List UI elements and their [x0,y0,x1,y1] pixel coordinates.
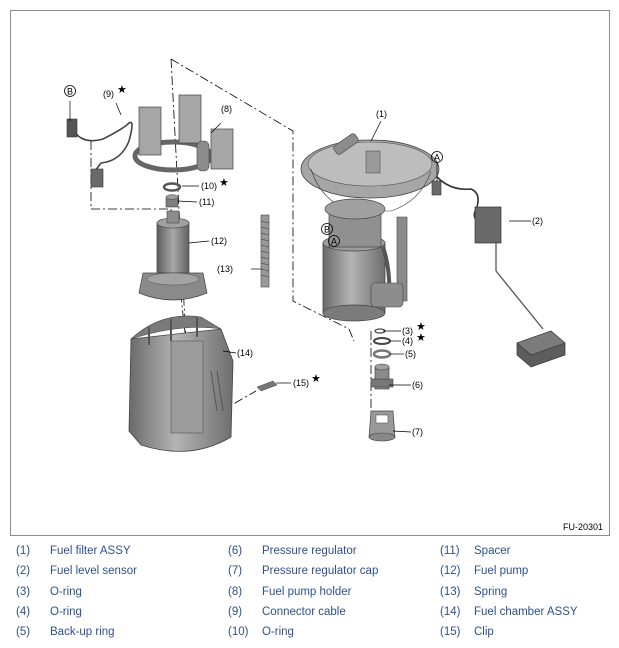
legend-part-name: Pressure regulator [262,545,357,557]
fuel-chamber-assy-part [128,315,234,452]
exploded-diagram-frame: B A B A (1) (2) (3) ★ (4) ★ (5) (6) (7) … [10,10,610,536]
legend-part-name: Spacer [474,545,511,557]
legend-item: (12) Fuel pump [440,561,578,581]
legend-item: (14) Fuel chamber ASSY [440,602,578,622]
fuel-pump-part [138,210,208,301]
legend-number: (14) [440,605,461,618]
legend-number: (13) [440,585,461,598]
legend-number: (8) [228,585,243,598]
connector-a-marker-center [328,235,340,247]
callout-14: (14) [237,348,253,358]
connector-b-label-left: B [67,87,73,97]
legend-item: (10) O-ring [228,622,378,642]
legend-item: (15) Clip [440,622,578,642]
connector-b-marker-center [321,223,333,235]
legend-number: (3) [16,585,31,598]
callout-3-star: ★ [416,321,426,333]
callout-7: (7) [412,427,423,437]
legend-part-name: Fuel chamber ASSY [474,605,578,618]
fuel-pump-holder-part [132,94,234,173]
callout-15-star: ★ [311,373,321,385]
callout-9-star: ★ [117,84,127,96]
legend-part-name: Fuel level sensor [50,565,137,578]
legend-number: (2) [16,565,31,578]
legend-number: (9) [228,605,243,618]
legend-column-3: (11) Spacer (12) Fuel pump (13) Spring (14)… [440,541,578,642]
legend-number: (10) [228,626,249,639]
legend-item: (6) Pressure regulator [228,541,378,561]
connector-a-label-right: A [434,153,440,163]
legend-part-name: Fuel pump holder [262,585,352,598]
legend-number: (1) [16,545,31,557]
spring-part [260,214,270,288]
legend-part-name: Pressure regulator cap [262,565,379,578]
callout-4: (4) [402,336,413,346]
connector-markers: B A B A [64,85,443,247]
back-up-ring-part [372,349,392,359]
legend-part-name: Spring [474,585,508,598]
callout-12: (12) [211,236,227,246]
o-ring-4-part [373,337,391,345]
legend-number: (15) [440,626,461,639]
figure-code: FU-20301 [562,522,603,532]
connector-a-label-center: A [331,237,337,247]
callout-9: (9) [103,89,114,99]
callout-5: (5) [405,349,416,359]
legend-number: (4) [16,605,31,618]
legend-part-name: Clip [474,626,494,639]
leader-lines [69,101,531,433]
legend-number: (6) [228,545,243,557]
legend-part-name: O-ring [50,585,82,598]
connector-b-label-center: B [324,225,330,235]
connector-cable-part [66,118,133,188]
callout-10-star: ★ [219,177,229,189]
legend-number: (7) [228,565,243,578]
callout-11: (11) [199,197,214,207]
spacer-part [165,194,179,208]
legend-part-name: Back-up ring [50,626,115,639]
pressure-regulator-cap-part [368,410,396,442]
legend-column-1: (1) Fuel filter ASSY (2) Fuel level sensor… [16,541,137,642]
callout-2: (2) [532,216,543,226]
legend-part-name: Connector cable [262,605,346,618]
connector-b-marker-left [64,85,76,97]
legend-item: (2) Fuel level sensor [16,561,137,581]
legend-part-name: O-ring [262,626,294,639]
legend-item: (3) O-ring [16,582,137,602]
callout-4-star: ★ [416,332,426,344]
legend-item: (13) Spring [440,582,578,602]
connector-a-marker-right [431,151,443,163]
legend-item: (4) O-ring [16,602,137,622]
callout-8: (8) [221,104,232,114]
parts-legend: (1) Fuel filter ASSY (2) Fuel level sensor… [16,541,616,647]
legend-item: (5) Back-up ring [16,622,137,642]
callout-10: (10) [201,181,217,191]
legend-number: (11) [440,545,460,557]
legend-item: (1) Fuel filter ASSY [16,541,137,561]
legend-item: (9) Connector cable [228,602,378,622]
pressure-regulator-part [370,363,394,390]
o-ring-10-part [162,182,182,192]
callout-1: (1) [376,109,387,119]
legend-item: (11) Spacer [440,541,578,561]
legend-column-2: (6) Pressure regulator (7) Pressure regula… [228,541,378,642]
legend-part-name: O-ring [50,605,82,618]
legend-number: (5) [16,626,31,639]
callout-15: (15) [293,378,309,388]
callout-labels: (1) (2) (3) ★ (4) ★ (5) (6) (7) (8) (9) … [103,84,543,437]
legend-part-name: Fuel filter ASSY [50,545,131,557]
fuel-pump-exploded-diagram: B A B A (1) (2) (3) ★ (4) ★ (5) (6) (7) … [64,58,566,452]
legend-part-name: Fuel pump [474,565,529,578]
clip-part [256,380,278,392]
fuel-filter-assy-part [300,133,440,322]
callout-3: (3) [402,326,413,336]
fuel-level-sensor-part [431,176,566,368]
legend-item: (7) Pressure regulator cap [228,561,378,581]
legend-number: (12) [440,565,461,578]
callout-13: (13) [217,264,233,274]
callout-6: (6) [412,380,423,390]
legend-item: (8) Fuel pump holder [228,582,378,602]
